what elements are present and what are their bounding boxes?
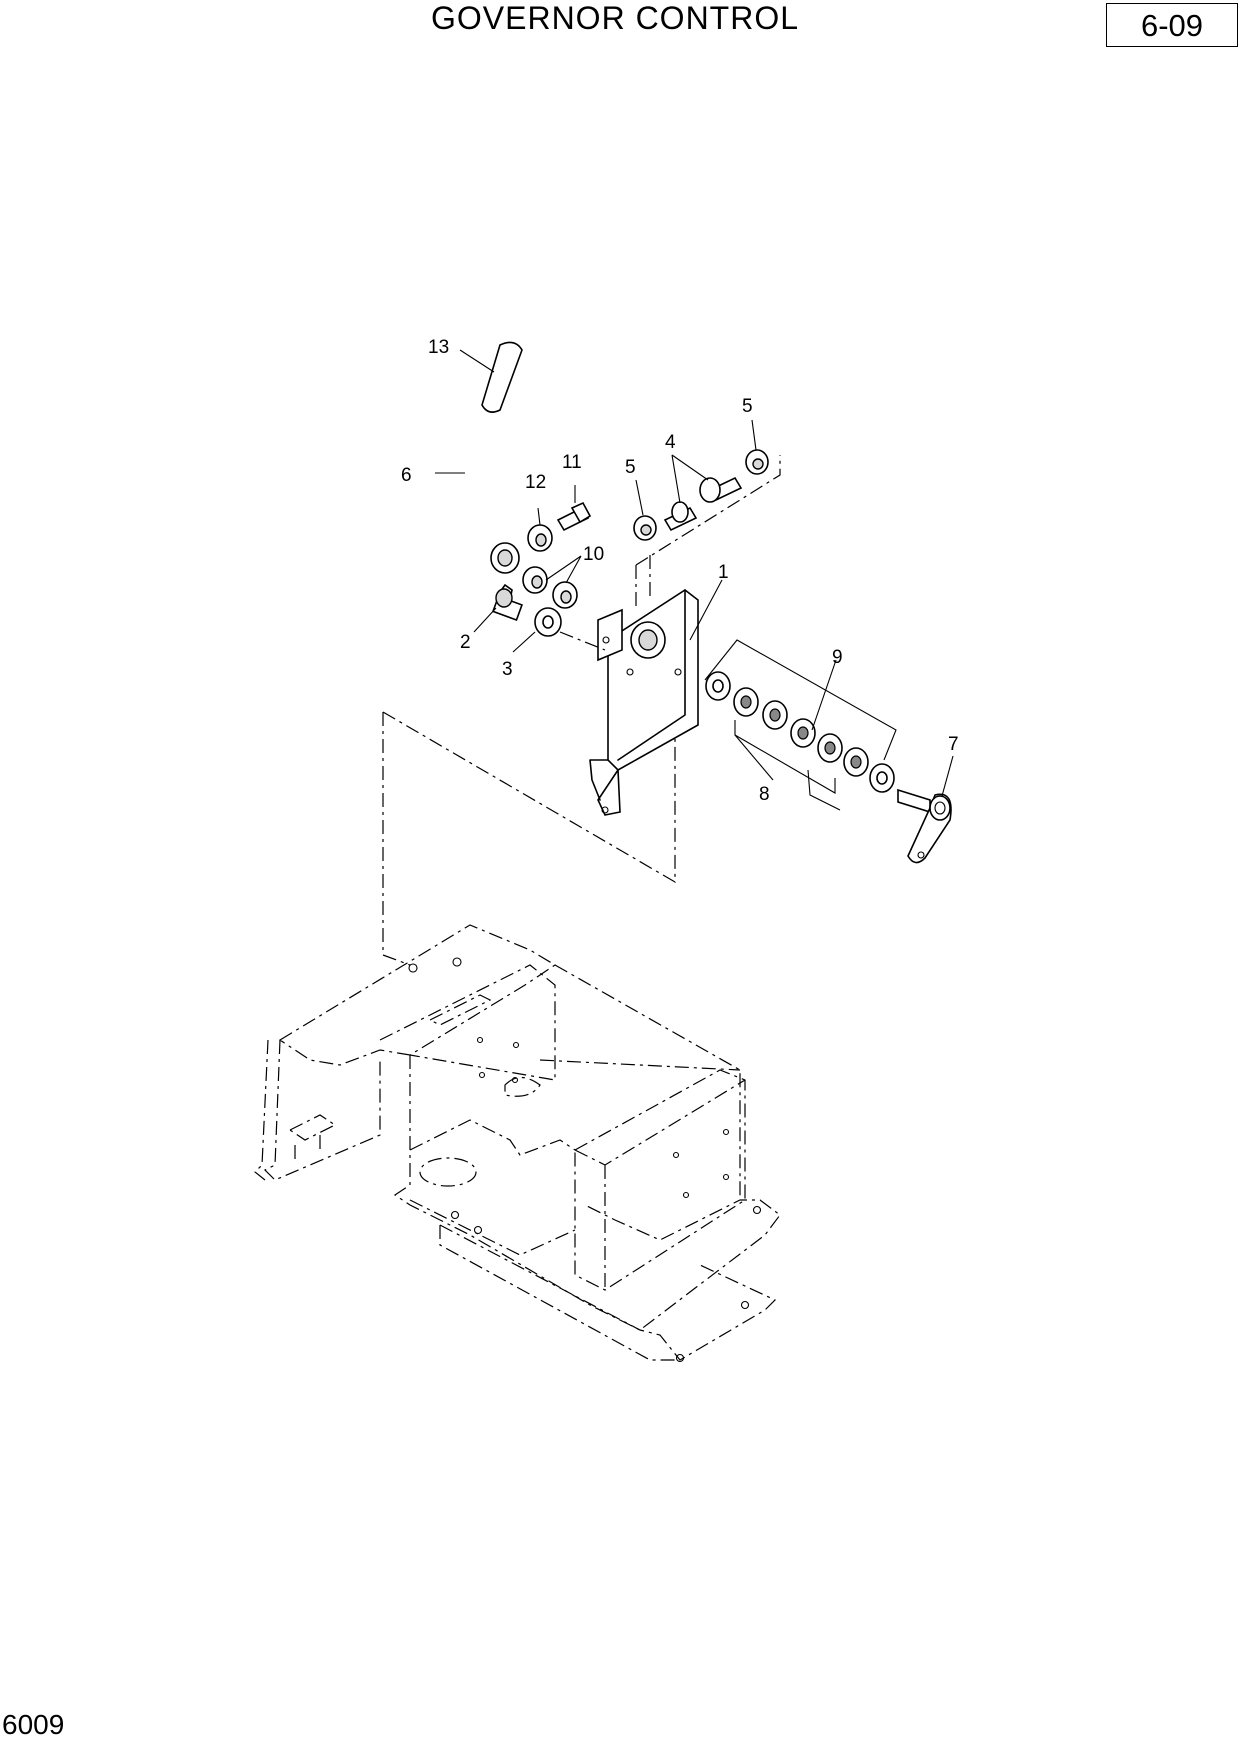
callout-5-right: 5	[742, 396, 753, 417]
washer-3	[534, 607, 606, 651]
callout-1: 1	[718, 562, 729, 583]
page-title: GOVERNOR CONTROL	[430, 0, 800, 36]
callout-3: 3	[502, 659, 513, 680]
lever-rod	[459, 402, 520, 574]
callout-9: 9	[832, 647, 843, 668]
callout-4: 4	[665, 432, 676, 453]
page-number-box: 6-09	[1106, 3, 1238, 47]
callout-6: 6	[401, 465, 412, 486]
callout-labels: 13 6 12 11 5 4 5 10 1 2 3 9 7 8	[401, 337, 959, 805]
nut-10a	[522, 566, 548, 594]
nut-5-left	[633, 515, 657, 541]
callout-13: 13	[428, 337, 449, 358]
control-arm	[897, 788, 952, 864]
washer-stack	[704, 639, 897, 811]
leader-lines	[435, 349, 954, 797]
bolt-2	[491, 583, 523, 621]
bolt-4b	[699, 476, 743, 503]
frame-holes	[408, 957, 762, 1363]
bolt-4a	[663, 501, 698, 532]
callout-12: 12	[525, 472, 546, 493]
base-frame	[254, 689, 781, 1363]
nut-12	[527, 524, 553, 552]
callout-2: 2	[460, 632, 471, 653]
callout-8: 8	[759, 784, 770, 805]
callout-7: 7	[948, 734, 959, 755]
bracket-plate	[589, 455, 781, 816]
drawing-code: 6009	[2, 1709, 65, 1740]
callout-10: 10	[583, 544, 604, 565]
nut-5-right	[745, 449, 769, 475]
lever-grip	[481, 341, 523, 413]
callout-11: 11	[562, 452, 582, 473]
nut-10b	[552, 581, 578, 609]
bolt-11	[556, 501, 592, 532]
callout-5-left: 5	[625, 457, 636, 478]
